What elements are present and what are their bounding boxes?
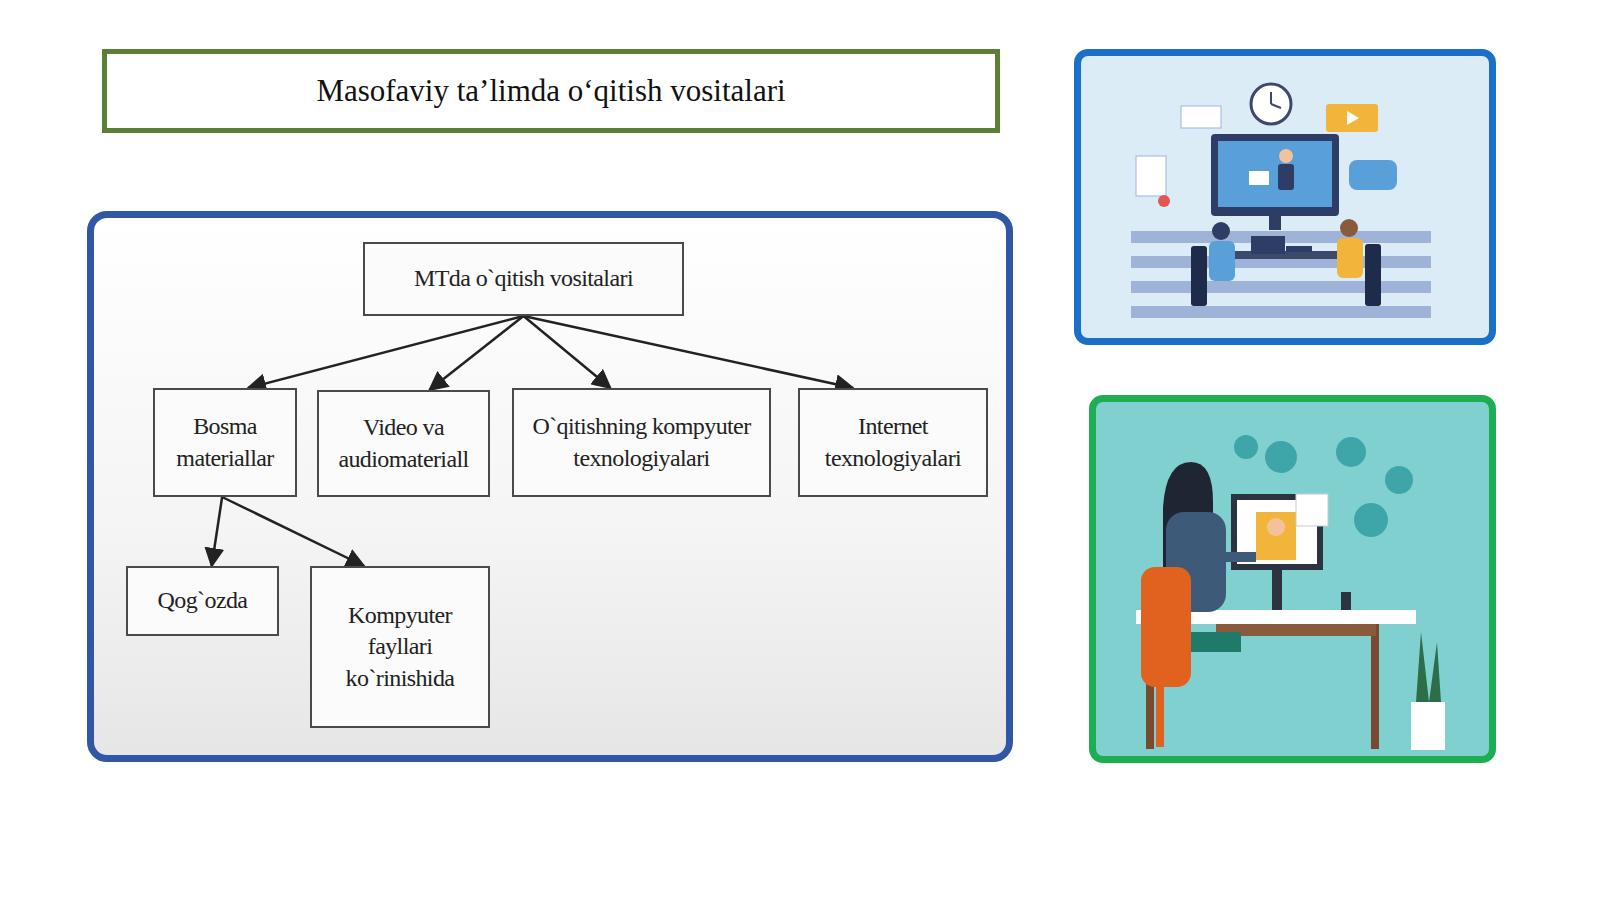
video-icon bbox=[1326, 104, 1378, 132]
online-class-illustration bbox=[1074, 49, 1496, 345]
box-text-group: Internet texnologiyalari bbox=[804, 411, 982, 473]
monitor-stand bbox=[1272, 570, 1282, 610]
box-label: MTda o`qitish vositalari bbox=[414, 263, 633, 294]
student-body bbox=[1337, 238, 1363, 278]
box-label: O`qitishning kompyuter texnologiyalari bbox=[518, 411, 765, 473]
box-label: Internet texnologiyalari bbox=[804, 411, 982, 473]
process-box: O`qitishning kompyuter texnologiyalari bbox=[512, 388, 771, 497]
video-call bbox=[1256, 512, 1296, 560]
online-learner-illustration bbox=[1089, 395, 1496, 763]
process-box: Video va audiomateriall bbox=[317, 390, 490, 497]
shelf-band bbox=[1131, 306, 1431, 318]
clock-hand bbox=[1271, 104, 1281, 108]
connector-arrow bbox=[524, 316, 611, 388]
connector-arrow bbox=[524, 316, 854, 388]
clock-hand bbox=[1270, 92, 1272, 104]
online-learner-drawing bbox=[1096, 402, 1489, 756]
box-label: Qog`ozda bbox=[158, 585, 248, 616]
icon-bubble bbox=[1234, 435, 1258, 459]
monitor bbox=[1211, 134, 1339, 216]
box-text-group: Qog`ozda bbox=[158, 585, 248, 616]
connector-arrow bbox=[429, 316, 523, 390]
teacher-body bbox=[1278, 164, 1294, 190]
slide-title: Masofaviy ta’limda o‘qitish vositalari bbox=[316, 73, 785, 109]
process-box: Bosma materiallar bbox=[153, 388, 297, 497]
chat-bubble bbox=[1349, 160, 1397, 190]
learner-arm bbox=[1216, 552, 1256, 562]
icon-bubble bbox=[1265, 441, 1297, 473]
process-box: Qog`ozda bbox=[126, 566, 279, 636]
box-text-group: Video va audiomateriall bbox=[323, 412, 484, 474]
certificate-icon bbox=[1136, 156, 1166, 196]
learner-legs bbox=[1191, 632, 1241, 652]
chair bbox=[1141, 567, 1191, 687]
desk-leg bbox=[1371, 624, 1379, 749]
process-box: Kompyuter fayllari ko`rinishida bbox=[310, 566, 490, 728]
box-label: Kompyuter fayllari ko`rinishida bbox=[316, 600, 484, 694]
monitor-stand bbox=[1269, 216, 1281, 230]
plant-pot bbox=[1411, 702, 1445, 750]
online-class-drawing bbox=[1081, 56, 1489, 338]
message-bubble bbox=[1296, 494, 1328, 526]
laptop bbox=[1251, 236, 1285, 254]
play-icon bbox=[1347, 111, 1359, 125]
box-text-group: O`qitishning kompyuter texnologiyalari bbox=[518, 411, 765, 473]
laptop bbox=[1286, 246, 1312, 252]
chair-leg bbox=[1156, 687, 1164, 747]
student-body bbox=[1209, 241, 1235, 281]
box-label: Bosma materiallar bbox=[159, 411, 291, 473]
icon-bubble bbox=[1354, 503, 1388, 537]
title-frame: Masofaviy ta’limda o‘qitish vositalari bbox=[102, 49, 1000, 133]
tutor-head bbox=[1267, 518, 1285, 536]
shelf-band bbox=[1131, 281, 1431, 293]
process-box: Internet texnologiyalari bbox=[798, 388, 988, 497]
plant bbox=[1416, 632, 1441, 702]
process-box: MTda o`qitish vositalari bbox=[363, 242, 684, 316]
board bbox=[1249, 171, 1269, 185]
teacher-head bbox=[1279, 149, 1293, 163]
chair bbox=[1365, 244, 1381, 306]
connector-arrow bbox=[248, 316, 523, 388]
badge bbox=[1158, 195, 1170, 207]
box-text-group: Kompyuter fayllari ko`rinishida bbox=[316, 600, 484, 694]
monitor-screen bbox=[1218, 141, 1332, 207]
box-label: Video va audiomateriall bbox=[323, 412, 484, 474]
connector-arrow bbox=[222, 497, 364, 566]
connector-arrow bbox=[212, 497, 222, 566]
calendar-icon bbox=[1181, 106, 1221, 128]
mug bbox=[1341, 592, 1351, 610]
student-head bbox=[1212, 222, 1230, 240]
icon-bubble bbox=[1385, 466, 1413, 494]
clock bbox=[1251, 84, 1291, 124]
chair bbox=[1191, 246, 1207, 306]
box-text-group: MTda o`qitish vositalari bbox=[414, 263, 633, 294]
box-text-group: Bosma materiallar bbox=[159, 411, 291, 473]
student-head bbox=[1340, 219, 1358, 237]
icon-bubble bbox=[1336, 437, 1366, 467]
table-top bbox=[1231, 251, 1341, 259]
